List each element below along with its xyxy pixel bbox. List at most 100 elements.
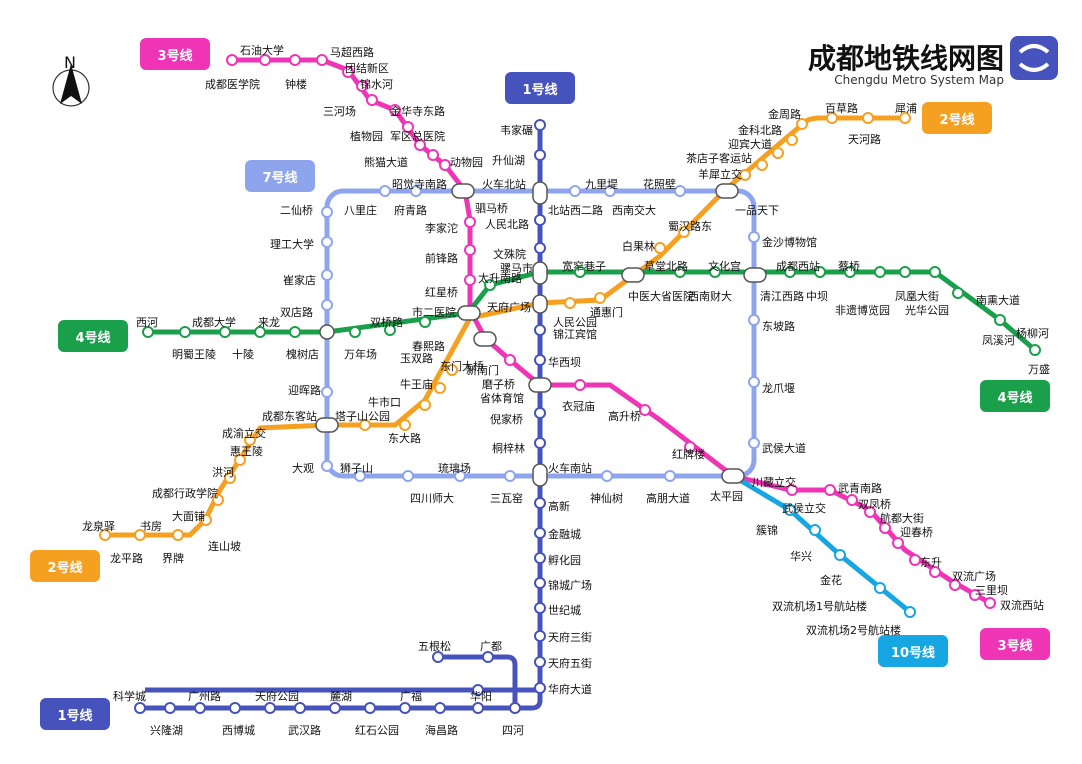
station-dot[interactable] — [226, 54, 238, 66]
station-dot[interactable] — [601, 470, 613, 482]
station-dot[interactable] — [364, 702, 376, 714]
station-dot[interactable] — [929, 566, 941, 578]
station-dot[interactable] — [427, 149, 439, 161]
interchange-yipintianxia[interactable] — [715, 183, 739, 199]
interchange-shieryiyuan[interactable] — [457, 305, 481, 321]
station-dot[interactable] — [366, 94, 378, 106]
station-dot[interactable] — [534, 497, 546, 509]
badge-line1-bottom[interactable]: 1号线 — [40, 698, 110, 730]
station-dot[interactable] — [464, 274, 476, 286]
station-dot[interactable] — [899, 266, 911, 278]
station-dot[interactable] — [504, 354, 516, 366]
station-dot[interactable] — [134, 702, 146, 714]
station-dot[interactable] — [569, 185, 581, 197]
station-dot[interactable] — [674, 266, 686, 278]
station-dot[interactable] — [289, 54, 301, 66]
station-dot[interactable] — [229, 702, 241, 714]
station-dot[interactable] — [864, 506, 876, 518]
station-dot[interactable] — [534, 149, 546, 161]
badge-line4-left[interactable]: 4号线 — [58, 320, 128, 352]
station-dot[interactable] — [329, 702, 341, 714]
station-dot[interactable] — [654, 242, 666, 254]
interchange-zhaojuesi[interactable] — [451, 183, 475, 199]
station-dot[interactable] — [472, 702, 484, 714]
station-dot[interactable] — [949, 579, 961, 591]
station-dot[interactable] — [259, 54, 271, 66]
station-dot[interactable] — [142, 326, 154, 338]
station-dot[interactable] — [678, 226, 690, 238]
station-dot[interactable] — [321, 206, 333, 218]
station-dot[interactable] — [356, 80, 368, 92]
station-dot[interactable] — [244, 434, 256, 446]
station-dot[interactable] — [748, 231, 760, 243]
station-dot[interactable] — [379, 185, 391, 197]
station-dot[interactable] — [809, 524, 821, 536]
interchange-shengtiyuguan[interactable] — [528, 377, 552, 393]
badge-line4-right[interactable]: 4号线 — [980, 380, 1050, 412]
station-dot[interactable] — [534, 577, 546, 589]
interchange-tianfuguangchang[interactable] — [532, 294, 548, 314]
station-dot[interactable] — [844, 266, 856, 278]
station-dot[interactable] — [402, 470, 414, 482]
station-dot[interactable] — [952, 287, 964, 299]
station-dot[interactable] — [439, 159, 451, 171]
station-dot[interactable] — [254, 326, 266, 338]
station-dot[interactable] — [419, 316, 431, 328]
station-dot[interactable] — [446, 364, 458, 376]
badge-line3-bottom[interactable]: 3号线 — [980, 628, 1050, 660]
station-dot[interactable] — [534, 242, 546, 254]
station-dot[interactable] — [534, 407, 546, 419]
station-dot[interactable] — [410, 185, 422, 197]
station-dot[interactable] — [826, 112, 838, 124]
badge-line2-right[interactable]: 2号线 — [922, 102, 992, 134]
station-dot[interactable] — [389, 104, 401, 116]
station-dot[interactable] — [534, 656, 546, 668]
station-dot[interactable] — [862, 112, 874, 124]
station-dot[interactable] — [99, 529, 111, 541]
interchange-chengdudongkezhan[interactable] — [315, 417, 339, 433]
interchange-taipingyuan[interactable] — [721, 468, 745, 484]
station-dot[interactable] — [534, 527, 546, 539]
station-dot[interactable] — [321, 460, 333, 472]
station-dot[interactable] — [164, 702, 176, 714]
station-dot[interactable] — [534, 354, 546, 366]
station-dot[interactable] — [321, 269, 333, 281]
interchange-huochenanzhan[interactable] — [532, 463, 548, 487]
interchange-zhongyida[interactable] — [621, 267, 645, 283]
badge-line3-top[interactable]: 3号线 — [140, 38, 210, 70]
station-dot[interactable] — [534, 630, 546, 642]
station-dot[interactable] — [874, 582, 886, 594]
station-dot[interactable] — [1029, 344, 1041, 356]
station-dot[interactable] — [294, 702, 306, 714]
station-dot[interactable] — [419, 399, 431, 411]
station-dot[interactable] — [534, 119, 546, 131]
station-dot[interactable] — [814, 266, 826, 278]
station-dot[interactable] — [739, 169, 751, 181]
station-dot[interactable] — [234, 454, 246, 466]
station-dot[interactable] — [414, 139, 426, 151]
station-dot[interactable] — [454, 470, 466, 482]
station-dot[interactable] — [289, 326, 301, 338]
station-dot[interactable] — [224, 472, 236, 484]
station-dot[interactable] — [464, 244, 476, 256]
station-dot[interactable] — [748, 314, 760, 326]
station-dot[interactable] — [509, 702, 521, 714]
station-dot[interactable] — [349, 326, 361, 338]
station-dot[interactable] — [969, 589, 981, 601]
station-dot[interactable] — [784, 266, 796, 278]
station-dot[interactable] — [179, 326, 191, 338]
badge-line10[interactable]: 10号线 — [878, 635, 948, 667]
station-dot[interactable] — [534, 437, 546, 449]
station-dot[interactable] — [892, 537, 904, 549]
station-dot[interactable] — [574, 379, 586, 391]
station-dot[interactable] — [684, 441, 696, 453]
interchange-huaishudian[interactable] — [319, 324, 335, 340]
station-dot[interactable] — [472, 684, 484, 696]
interchange-chengduxizhan[interactable] — [743, 267, 767, 283]
station-dot[interactable] — [200, 514, 212, 526]
station-dot[interactable] — [321, 299, 333, 311]
station-dot[interactable] — [796, 118, 808, 130]
station-dot[interactable] — [432, 651, 444, 663]
station-dot[interactable] — [134, 529, 146, 541]
station-dot[interactable] — [264, 702, 276, 714]
